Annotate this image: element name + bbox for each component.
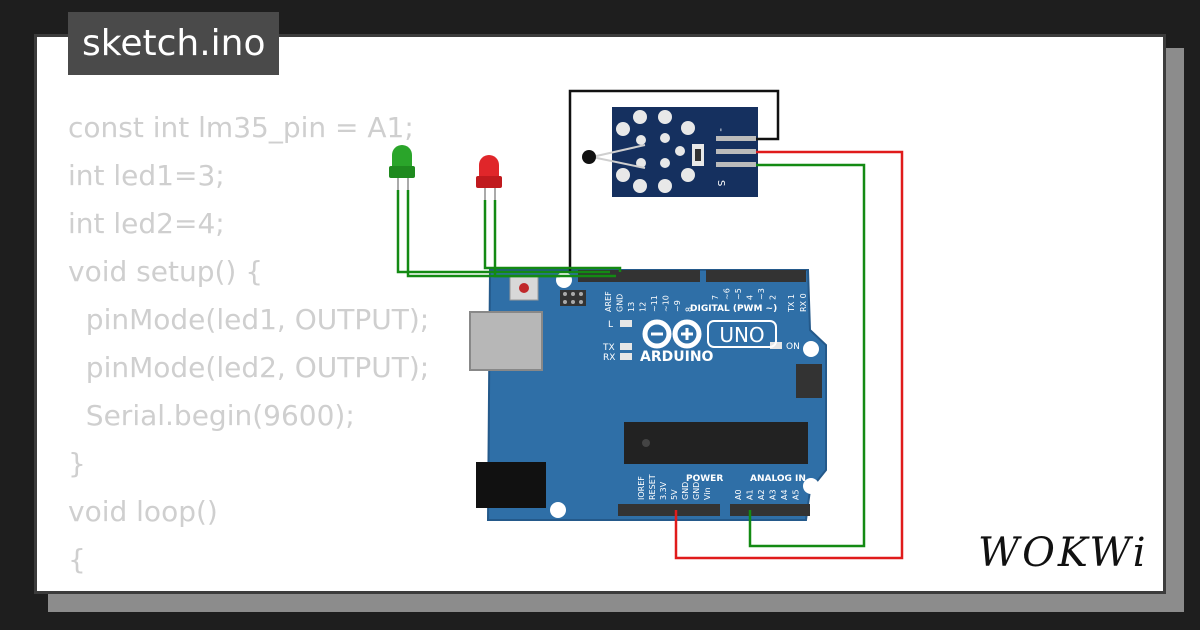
- code-line: {: [68, 543, 86, 576]
- analog-label: ANALOG IN: [750, 474, 806, 484]
- lm35-sensor-module[interactable]: - S: [582, 107, 758, 197]
- pin-label: TX 1: [787, 294, 796, 313]
- pin-label: A5: [792, 489, 801, 500]
- rx-label: RX: [603, 353, 615, 363]
- thermistor-probe: [582, 150, 596, 164]
- pin-label: Vin: [703, 487, 712, 500]
- pin-label: 2: [769, 295, 778, 300]
- sensor-pin-s-label: S: [715, 180, 726, 186]
- digital-label: DIGITAL (PWM ~): [690, 304, 777, 314]
- pin-label: 8: [685, 307, 694, 312]
- led-on-indicator: [770, 342, 782, 349]
- pin-label: ~3: [757, 288, 766, 300]
- wires: [396, 89, 904, 560]
- mounting-hole: [803, 341, 819, 357]
- wire-signal[interactable]: [748, 163, 866, 548]
- code-line: }: [68, 447, 86, 480]
- pin-label: 12: [639, 302, 648, 312]
- code-line: const int lm35_pin = A1;: [68, 111, 414, 144]
- mounting-hole: [803, 478, 819, 494]
- wire-led1-left[interactable]: [396, 190, 610, 274]
- code-line: pinMode(led2, OUTPUT);: [68, 351, 430, 384]
- pin-label: A4: [780, 489, 789, 500]
- sensor-pin: [716, 149, 756, 154]
- pin-label: RESET: [648, 474, 657, 500]
- code-line: void loop(): [68, 495, 218, 528]
- pin-label: RX 0: [799, 293, 808, 312]
- code-line: pinMode(led1, OUTPUT);: [68, 303, 430, 336]
- pin-label: ~6: [723, 288, 732, 300]
- usb-port: [469, 311, 543, 371]
- code-line: int led2=4;: [68, 207, 225, 240]
- pin-label: GND: [616, 294, 625, 312]
- led-tx-indicator: [620, 343, 632, 350]
- pin-label: ~5: [734, 288, 743, 300]
- wire-gnd[interactable]: [568, 89, 780, 272]
- pin-label: GND: [692, 482, 701, 500]
- wire-5v[interactable]: [674, 150, 904, 560]
- sensor-pin-minus-label: -: [715, 128, 726, 132]
- mounting-hole: [550, 502, 566, 518]
- power-jack: [476, 462, 546, 508]
- uno-badge: [707, 320, 777, 348]
- power-header: [618, 504, 720, 516]
- pin-label: ~9: [673, 300, 682, 312]
- pin-label: 13: [627, 302, 636, 312]
- tx-label: TX: [602, 343, 615, 353]
- pin-label: A0: [734, 489, 743, 500]
- power-label: POWER: [686, 474, 723, 484]
- on-label: ON: [786, 342, 800, 352]
- led-l-indicator: [620, 320, 632, 327]
- code-line: int led1=3;: [68, 159, 225, 192]
- board-model: UNO: [719, 323, 764, 347]
- pin-label: IOREF: [637, 476, 646, 500]
- pin-label: 7: [711, 295, 720, 300]
- reset-button-cap: [519, 283, 529, 293]
- wire-led2-left[interactable]: [483, 200, 622, 272]
- board-brand: ARDUINO: [640, 349, 714, 365]
- l-label: L: [608, 320, 613, 330]
- sensor-pin: [716, 162, 756, 167]
- digital-header-right: [706, 270, 806, 282]
- pin-label: GND: [681, 482, 690, 500]
- arduino-logo: [642, 319, 702, 349]
- analog-header: [730, 504, 810, 516]
- atmega-chip: [624, 422, 808, 464]
- icsp-header-right: [796, 364, 822, 398]
- pin-label: 3.3V: [659, 481, 668, 500]
- code-line: void setup() {: [68, 255, 264, 288]
- pin-label: A3: [769, 489, 778, 500]
- led-red[interactable]: [476, 155, 502, 200]
- code-line: int temp_adc_val;: [68, 584, 488, 594]
- wokwi-logo-text: WOKWi: [978, 530, 1149, 576]
- code-line: Serial.begin(9600);: [68, 399, 355, 432]
- wire-led1-right[interactable]: [406, 190, 616, 278]
- pin-label: A1: [746, 489, 755, 500]
- pin-label: AREF: [604, 291, 613, 312]
- pin-label: 4: [746, 295, 755, 300]
- pin-label: ~10: [662, 295, 671, 312]
- pin-label: ~11: [650, 295, 659, 312]
- led-green[interactable]: [389, 145, 415, 190]
- led-rx-indicator: [620, 353, 632, 360]
- arduino-uno-board[interactable]: ARDUINO UNO DIGITAL (PWM ~) POWER ANALOG…: [469, 269, 827, 521]
- file-tab[interactable]: sketch.ino: [68, 12, 280, 75]
- code-editor[interactable]: const int lm35_pin = A1; int led1=3; int l…: [68, 104, 488, 594]
- mounting-hole: [556, 272, 572, 288]
- sensor-pin: [716, 136, 756, 141]
- wire-led2-right[interactable]: [493, 200, 560, 278]
- pin-label: 5V: [670, 489, 679, 500]
- pin-label: A2: [757, 489, 766, 500]
- wokwi-logo: WOKWi: [978, 530, 1149, 576]
